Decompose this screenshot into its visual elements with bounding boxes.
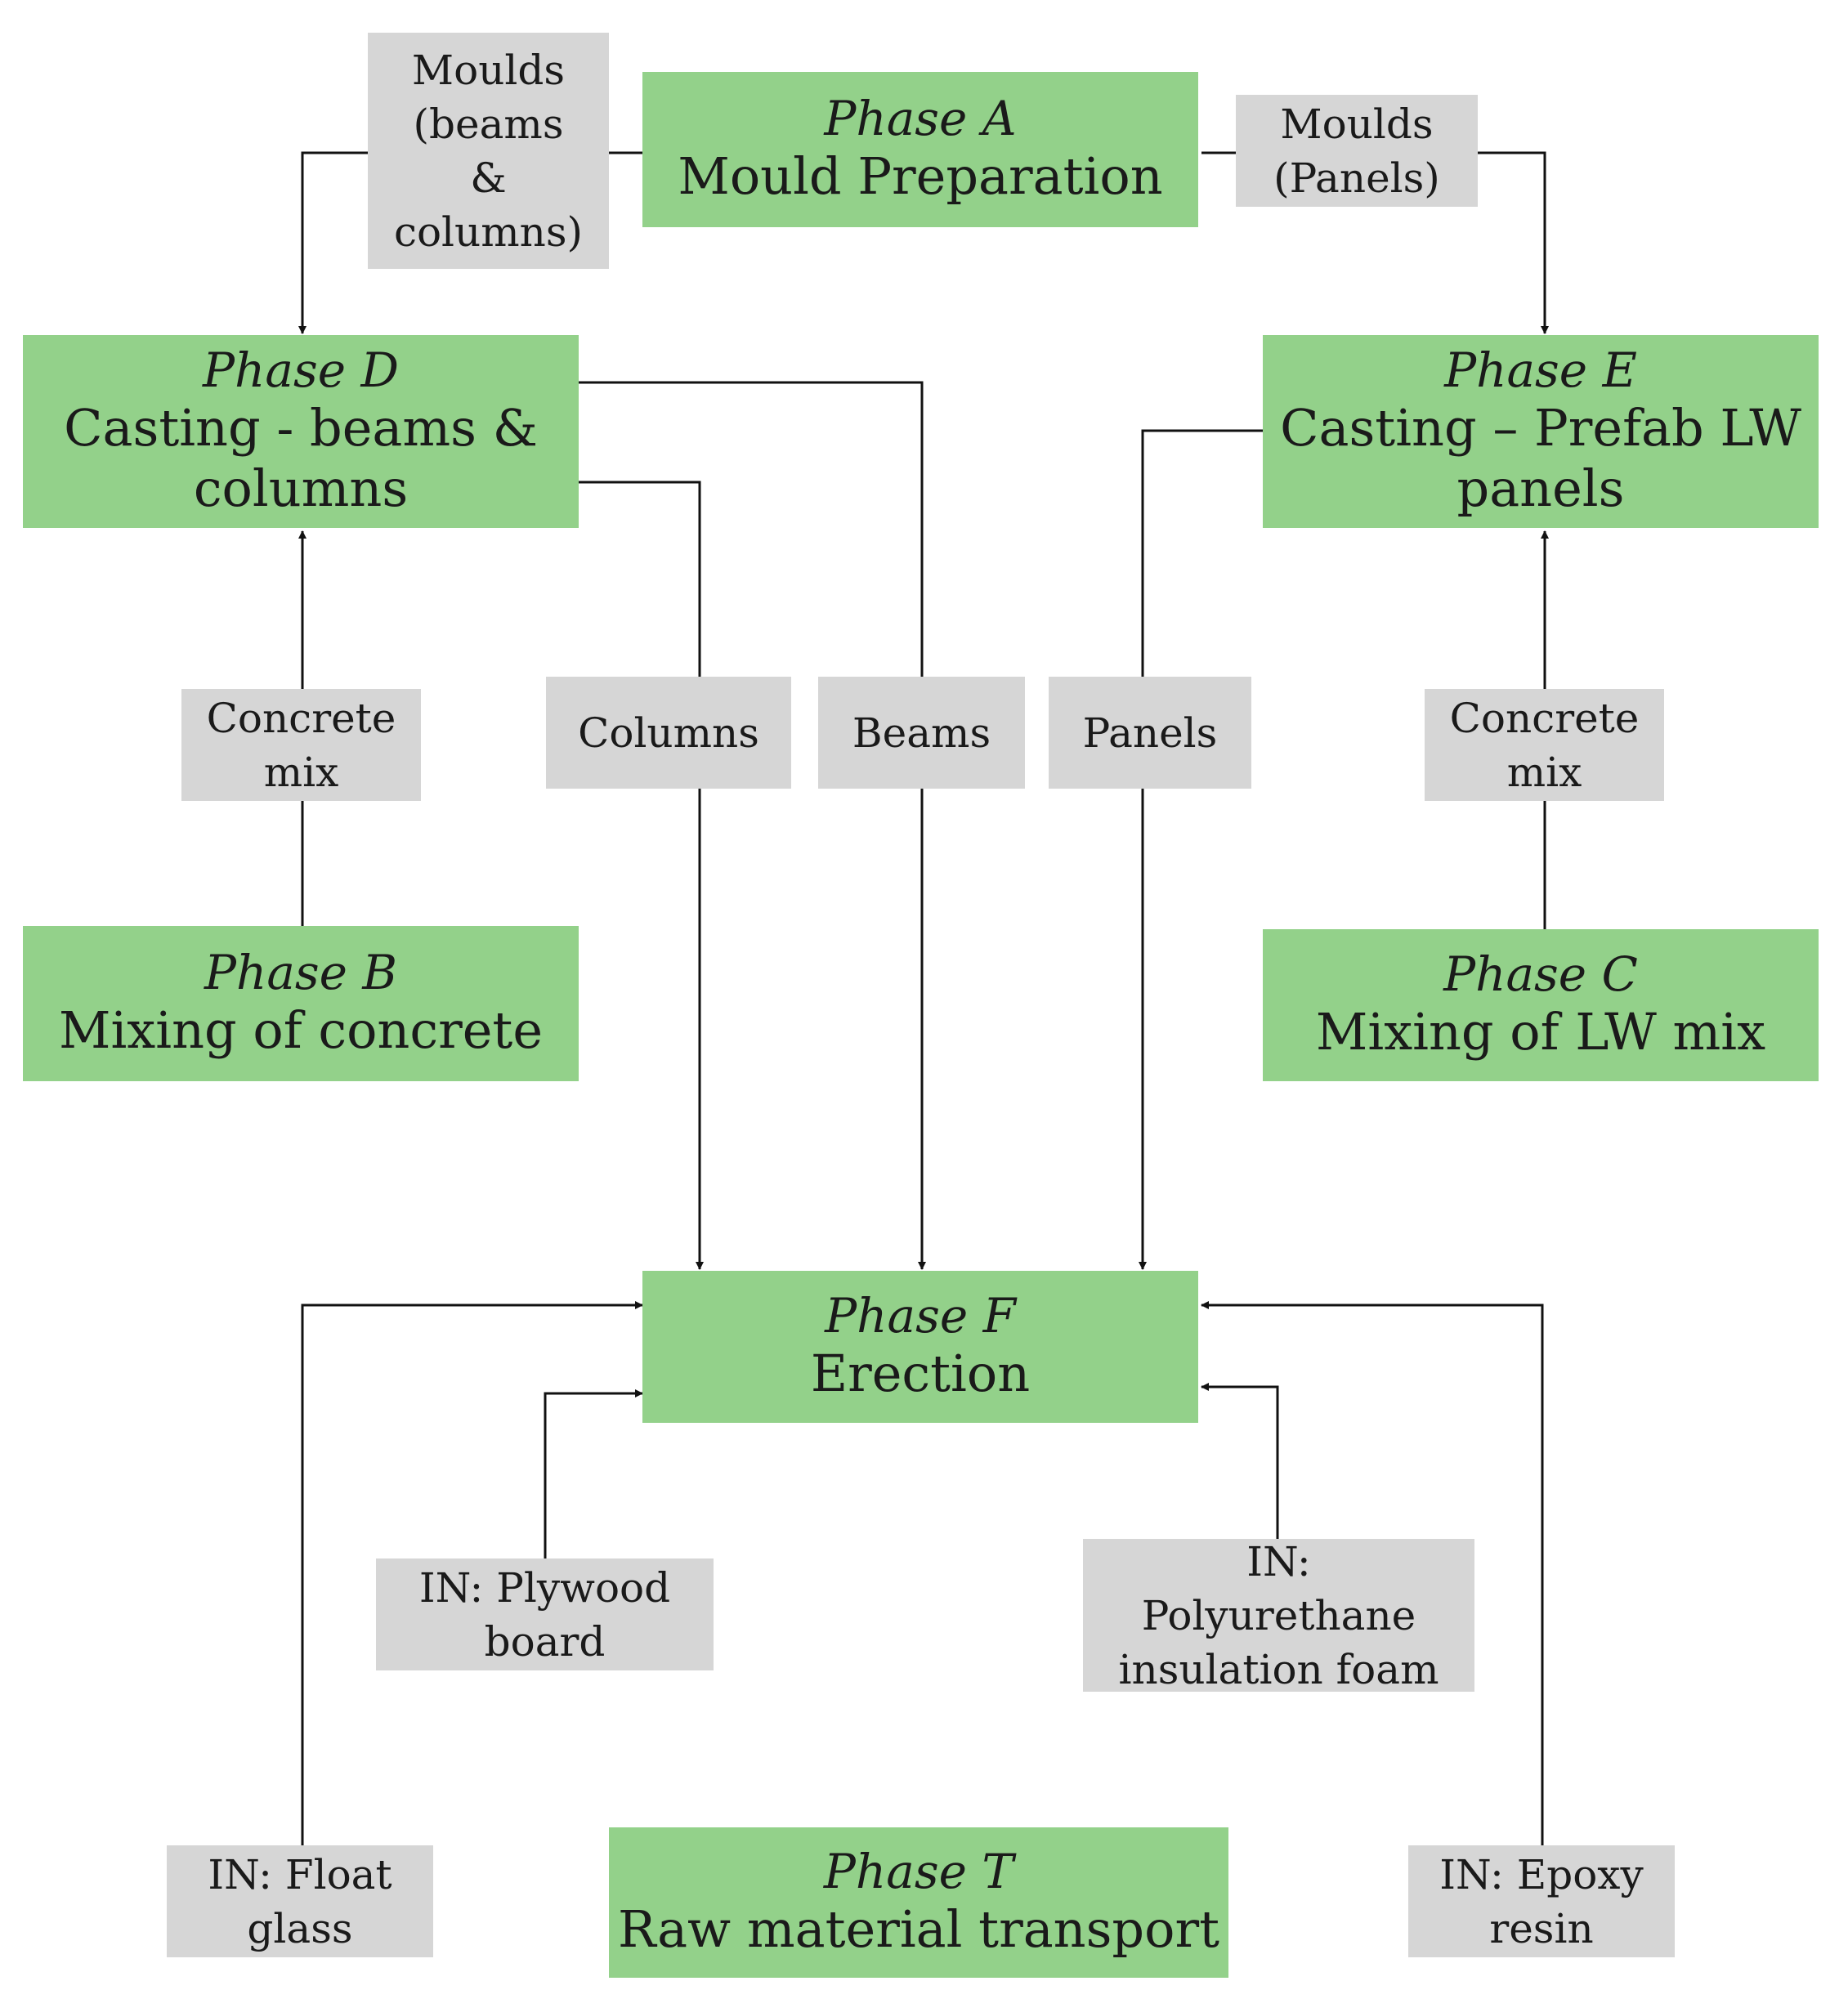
phase-b-box: Phase B Mixing of concrete <box>23 926 579 1081</box>
phase-f-title: Erection <box>810 1344 1031 1404</box>
arrow-plywood-to-phase-f <box>544 1389 643 1558</box>
phase-e-name: Phase E <box>1444 342 1637 399</box>
phase-b-title: Mixing of concrete <box>58 1000 544 1061</box>
columns-label: Columns <box>578 709 759 757</box>
phase-f-box: Phase F Erection <box>642 1271 1198 1423</box>
moulds-beams-columns-label: Moulds (beams & columns) <box>393 46 584 256</box>
concrete-mix-left-label: Concrete mix <box>206 694 396 796</box>
phase-c-box: Phase C Mixing of LW mix <box>1263 929 1819 1081</box>
columns-box: Columns <box>546 677 791 789</box>
arrow-epoxy-to-phase-f <box>1201 1301 1544 1845</box>
concrete-mix-left-box: Concrete mix <box>181 689 421 801</box>
arrow-float-glass-to-phase-f <box>301 1301 643 1845</box>
arrow-phase-e-to-panels <box>1141 429 1263 677</box>
phase-e-box: Phase E Casting – Prefab LW panels <box>1263 335 1819 528</box>
arrow-phase-d-to-beams <box>579 381 924 677</box>
beams-label: Beams <box>852 709 991 757</box>
polyurethane-label: IN: Polyurethane insulation foam <box>1118 1537 1439 1693</box>
phase-t-box: Phase T Raw material transport <box>609 1827 1228 1978</box>
plywood-label: IN: Plywood board <box>418 1563 671 1666</box>
beams-box: Beams <box>818 677 1025 789</box>
phase-c-title: Mixing of LW mix <box>1315 1002 1766 1062</box>
float-glass-label: IN: Float glass <box>208 1850 392 1952</box>
phase-b-name: Phase B <box>204 945 398 1001</box>
arrow-moulds-beams-to-phase-d <box>298 151 368 334</box>
moulds-beams-columns-box: Moulds (beams & columns) <box>368 33 609 269</box>
epoxy-box: IN: Epoxy resin <box>1408 1845 1675 1957</box>
panels-label: Panels <box>1082 709 1218 757</box>
phase-a-box: Phase A Mould Preparation <box>642 72 1198 227</box>
phase-f-name: Phase F <box>825 1288 1016 1344</box>
phase-t-title: Raw material transport <box>617 1899 1219 1960</box>
polyurethane-box: IN: Polyurethane insulation foam <box>1083 1538 1474 1693</box>
phase-d-box: Phase D Casting - beams & columns <box>23 335 579 528</box>
concrete-mix-right-box: Concrete mix <box>1425 689 1664 801</box>
panels-box: Panels <box>1049 677 1251 789</box>
arrow-moulds-panels-to-phase-e <box>1478 151 1549 334</box>
phase-a-name: Phase A <box>824 91 1017 147</box>
concrete-mix-right-label: Concrete mix <box>1449 694 1640 796</box>
arrow-phase-d-to-columns <box>579 481 701 677</box>
phase-d-title: Casting - beams & columns <box>64 397 538 519</box>
moulds-panels-label: Moulds (Panels) <box>1273 100 1440 202</box>
float-glass-box: IN: Float glass <box>167 1845 433 1957</box>
phase-a-title: Mould Preparation <box>678 146 1163 207</box>
phase-e-title: Casting – Prefab LW panels <box>1280 397 1801 519</box>
plywood-box: IN: Plywood board <box>376 1558 714 1670</box>
moulds-panels-box: Moulds (Panels) <box>1236 95 1478 207</box>
arrow-polyurethane-to-phase-f <box>1201 1383 1279 1539</box>
epoxy-label: IN: Epoxy resin <box>1439 1850 1644 1952</box>
phase-d-name: Phase D <box>203 342 399 399</box>
phase-c-name: Phase C <box>1443 946 1638 1003</box>
phase-t-name: Phase T <box>823 1844 1014 1900</box>
